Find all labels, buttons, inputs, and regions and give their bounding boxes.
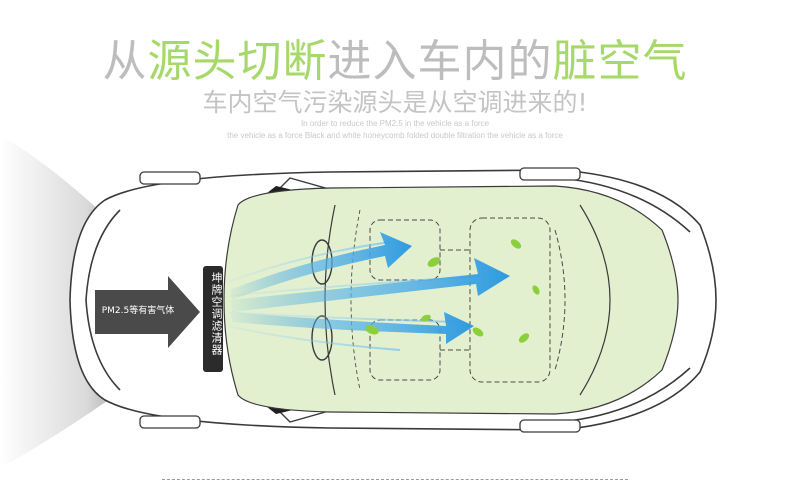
wind-arrow-upper [230,232,412,300]
headline-part-2: 源头切断 [147,36,328,87]
filter-badge: 坤牌空调滤清器 [203,266,223,372]
filter-label: 坤牌空调滤清器 [210,272,223,356]
headline-part-1: 从 [102,36,148,87]
wind-arrow-middle [230,258,510,312]
english-line-2: the vehicle as a force Black and white h… [227,131,563,140]
leaf-icon [365,239,540,343]
footer-divider [162,479,628,480]
wheels [139,167,581,433]
rear-window [579,204,611,396]
english-line-1: In order to reduce the PM2.5 in the vehi… [300,119,490,128]
wind-arrow-lower [230,312,474,344]
headline-part-4: 脏空气 [552,36,688,87]
pollutant-label: PM2.5等有害气体 [101,306,175,316]
subheadline: 车内空气污染源头是从空调进来的! [202,88,588,117]
headline: 从源头切断进入车内的脏空气 [0,36,790,88]
headline-part-3: 进入车内的 [327,36,553,87]
pollutant-arrow [95,276,200,348]
cabin-area [223,185,679,415]
